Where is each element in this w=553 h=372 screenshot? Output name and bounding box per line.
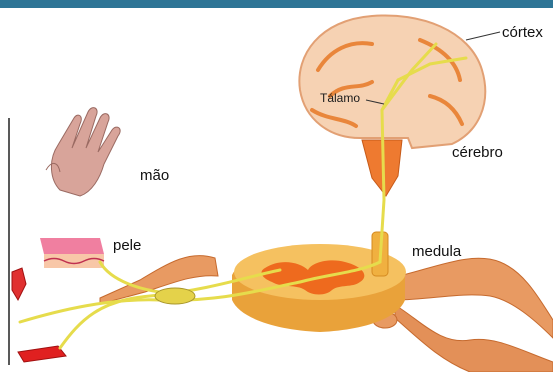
brain-icon [299, 15, 485, 196]
skin-patch-icon [40, 238, 104, 268]
label-talamo: Tálamo [320, 92, 360, 104]
nerve-ganglion [155, 288, 195, 304]
hand-icon [46, 108, 120, 196]
label-cerebro: cérebro [452, 145, 503, 160]
cortex-pointer [466, 32, 500, 40]
label-mao: mão [140, 168, 169, 183]
label-medula: medula [412, 244, 461, 259]
top-bar [0, 0, 553, 8]
label-cortex: córtex [502, 25, 543, 40]
label-pele: pele [113, 238, 141, 253]
receptor-icon [12, 268, 66, 362]
